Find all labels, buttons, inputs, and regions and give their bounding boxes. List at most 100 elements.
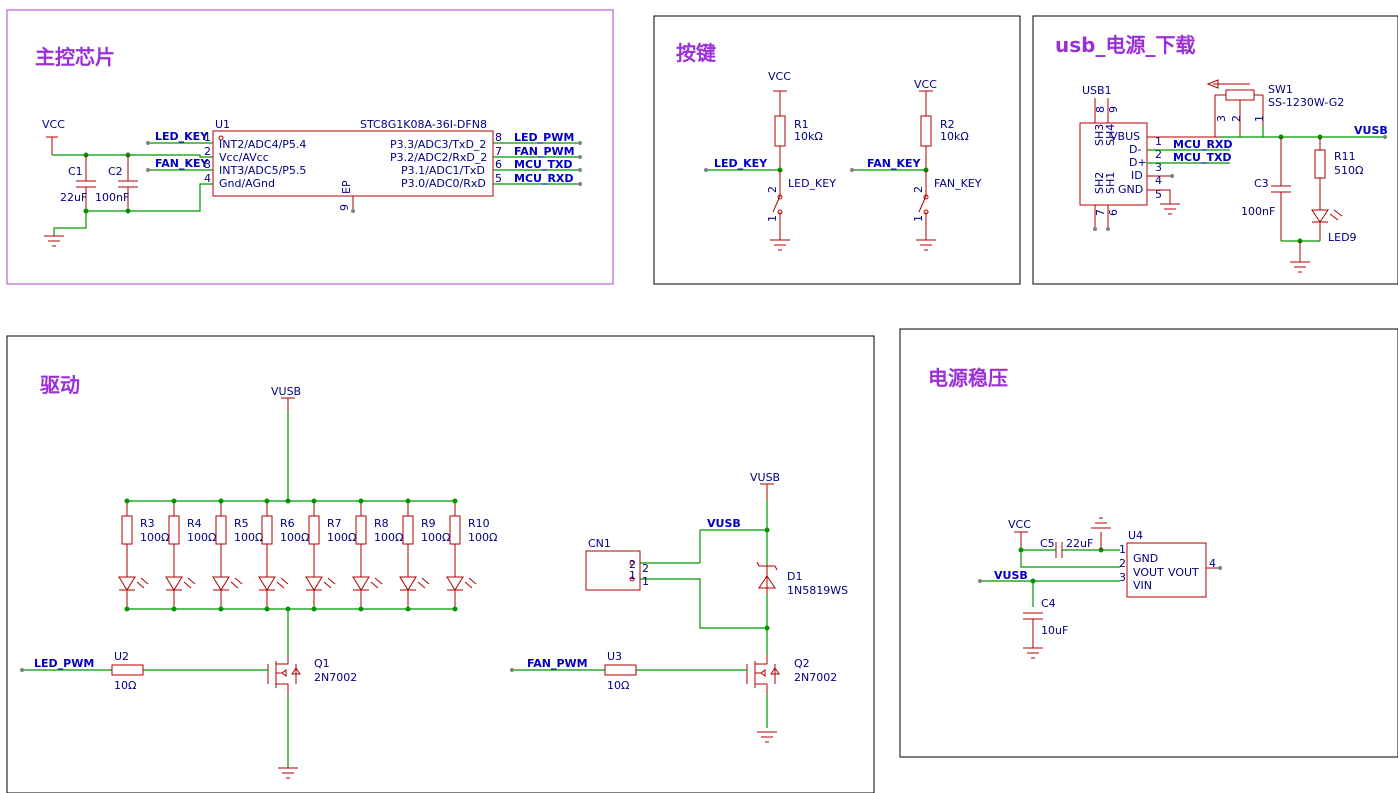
- u1-pin-left: Gnd/AGnd: [219, 177, 275, 190]
- u3-value: 10Ω: [607, 679, 629, 692]
- usb-pin: SH1: [1104, 172, 1117, 194]
- usb-pin: SH4: [1104, 124, 1117, 146]
- led-resistor-branch: [446, 501, 477, 609]
- vcc-label: VCC: [42, 118, 65, 131]
- resistor-ref: R8: [374, 517, 389, 530]
- resistor-value: 100Ω: [468, 531, 497, 544]
- resistor-ref: R6: [280, 517, 295, 530]
- net-right: LED_PWM: [514, 131, 574, 144]
- u3-resistor: [604, 664, 637, 676]
- usb-dp: D+: [1129, 156, 1147, 169]
- c4-ref: C4: [1041, 597, 1056, 610]
- u3-ref: U3: [607, 650, 622, 663]
- u4-pin: VOUT: [1133, 566, 1164, 579]
- junction: [405, 498, 411, 504]
- c5-value: 22uF: [1066, 537, 1093, 550]
- resistor-ref: R7: [327, 517, 342, 530]
- c3-value: 100nF: [1241, 205, 1275, 218]
- led-resistor-branch: [118, 501, 149, 609]
- ep-num: 9: [338, 204, 351, 211]
- u4-pin-num: 2: [1119, 557, 1126, 570]
- r2-value: 10kΩ: [940, 130, 969, 143]
- r1-ref: R1: [794, 118, 809, 131]
- keys-circuit: VCC R1 10kΩ LED_KEY LED_KEY 2 1 VCC R2 1…: [704, 70, 982, 251]
- u1-pin-num: 8: [495, 131, 502, 144]
- usb-gnd: GND: [1118, 183, 1143, 196]
- u1-pin-num: 5: [495, 172, 502, 185]
- resistor-ref: R9: [421, 517, 436, 530]
- u1-pin-num: 2: [204, 145, 211, 158]
- driver-frame: [6, 335, 875, 793]
- q1-part: 2N7002: [314, 671, 357, 684]
- q2-ref: Q2: [794, 657, 810, 670]
- d1-ref: D1: [787, 570, 802, 583]
- title-keys: 按键: [676, 41, 716, 65]
- switch-fan-key: [916, 170, 936, 251]
- sw1-ref: SW1: [1268, 83, 1293, 96]
- led-array: R3100ΩR4100ΩR5100ΩR6100ΩR7100ΩR8100ΩR910…: [118, 498, 497, 612]
- resistor-ref: R3: [140, 517, 155, 530]
- cn-pin: 1: [642, 575, 649, 588]
- net-led-pwm: LED_PWM: [34, 657, 94, 670]
- c4-value: 10uF: [1041, 624, 1068, 637]
- sw-pin: 3: [1215, 115, 1228, 122]
- usb-pin-num: 3: [1155, 161, 1162, 174]
- junction: [171, 498, 177, 504]
- r2-resistor: [919, 90, 933, 170]
- switch-led-key: [770, 170, 790, 251]
- led-resistor-branch: [258, 501, 289, 609]
- junction: [311, 606, 317, 612]
- junction: [218, 498, 224, 504]
- r1-resistor: [773, 90, 787, 170]
- led-resistor-branch: [165, 501, 196, 609]
- vcc-label: VCC: [768, 70, 791, 83]
- net-fan-key: FAN_KEY: [867, 157, 922, 170]
- net-right: MCU_TXD: [514, 158, 573, 171]
- u1-pin-num: 6: [495, 158, 502, 171]
- q2-part: 2N7002: [794, 671, 837, 684]
- regulator-frame: [899, 328, 1398, 758]
- u4-pin: GND: [1133, 552, 1158, 565]
- led-resistor-branch: [305, 501, 336, 609]
- usb1-ref: USB1: [1082, 84, 1112, 97]
- c4-capacitor: [1023, 612, 1043, 659]
- led-resistor-branch: [212, 501, 243, 609]
- net-vusb: VUSB: [707, 517, 741, 530]
- title-main-chip: 主控芯片: [35, 45, 115, 69]
- resistor-value: 100Ω: [187, 531, 216, 544]
- u4-pin-num: 3: [1119, 571, 1126, 584]
- usb-pin: SH2: [1093, 172, 1106, 194]
- c1-ref: C1: [68, 165, 83, 178]
- sw1-part: SS-1230W-G2: [1268, 96, 1344, 109]
- u4-pin-num: 4: [1209, 557, 1216, 570]
- pin-num: 2: [912, 186, 925, 193]
- title-regulator: 电源稳压: [928, 366, 1008, 390]
- resistor-value: 100Ω: [140, 531, 169, 544]
- r1-value: 10kΩ: [794, 130, 823, 143]
- keys-frame: [653, 15, 1021, 285]
- switch-arrow: [1206, 79, 1250, 89]
- sw-pin: 1: [1253, 115, 1266, 122]
- u1-pin-right: P3.2/ADC2/RxD_2: [390, 151, 487, 164]
- usb-pin: SH3: [1093, 124, 1106, 146]
- net-vusb: VUSB: [1354, 124, 1388, 137]
- u1-pin-left: Vcc/AVcc: [219, 151, 269, 164]
- resistor-ref: R4: [187, 517, 202, 530]
- u4-pin: VOUT: [1168, 566, 1199, 579]
- net-fan-key: FAN_KEY: [155, 157, 210, 170]
- usb-pin-num: 1: [1155, 135, 1162, 148]
- usb-pin-num: 5: [1155, 188, 1162, 201]
- title-usb: usb_电源_下载: [1055, 33, 1195, 57]
- cn1-connector: [585, 550, 641, 591]
- u1-pin-num: 7: [495, 145, 502, 158]
- usb-dm: D-: [1129, 143, 1141, 156]
- resistor-value: 100Ω: [234, 531, 263, 544]
- cn-pin: 2: [642, 562, 649, 575]
- u1-pin-num: 4: [204, 172, 211, 185]
- c5-ref: C5: [1040, 537, 1055, 550]
- usb-pin-num: 2: [1155, 148, 1162, 161]
- usb-pin-num: 7: [1094, 209, 1107, 216]
- u1-pin-right: P3.1/ADC1/TxD: [401, 164, 485, 177]
- main-chip-frame: [6, 9, 614, 285]
- net-right: FAN_PWM: [514, 145, 575, 158]
